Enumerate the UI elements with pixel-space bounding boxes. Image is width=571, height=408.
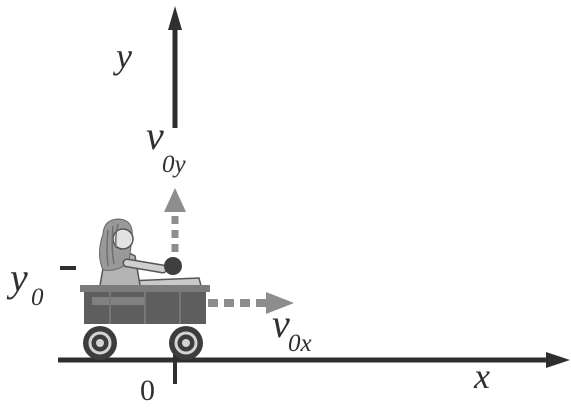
girl-hair-strands [106, 223, 119, 267]
v0x-vector-arrowhead [266, 292, 294, 314]
x-axis-arrowhead [546, 352, 570, 368]
y-axis-label: y [116, 36, 132, 76]
v0x-label-subscript: 0x [288, 330, 312, 357]
y0-label-subscript: 0 [31, 284, 44, 311]
origin-label: 0 [140, 374, 155, 407]
v0x-label-base: v [272, 301, 290, 346]
wagon-rim [80, 285, 210, 292]
girl-figure [98, 218, 203, 294]
wagon-wheel-rear [83, 326, 117, 360]
wheel-rim [174, 331, 198, 355]
x-axis-label: x [474, 356, 490, 396]
v0y-label-subscript: 0y [162, 151, 186, 178]
y-axis-arrowhead [168, 6, 182, 30]
girl-face [112, 228, 134, 250]
v0y-label-base: v [146, 113, 164, 158]
y0-label-base: y [10, 255, 28, 300]
wagon [80, 285, 210, 360]
ball [164, 257, 182, 275]
wheel-rim [88, 331, 112, 355]
girl-arm [124, 260, 166, 272]
wagon-wheel-front [169, 326, 203, 360]
wagon-highlight [92, 297, 146, 305]
v0y-vector-arrowhead [164, 188, 186, 212]
wheel-hub [96, 339, 104, 347]
wheel-hub [182, 339, 190, 347]
